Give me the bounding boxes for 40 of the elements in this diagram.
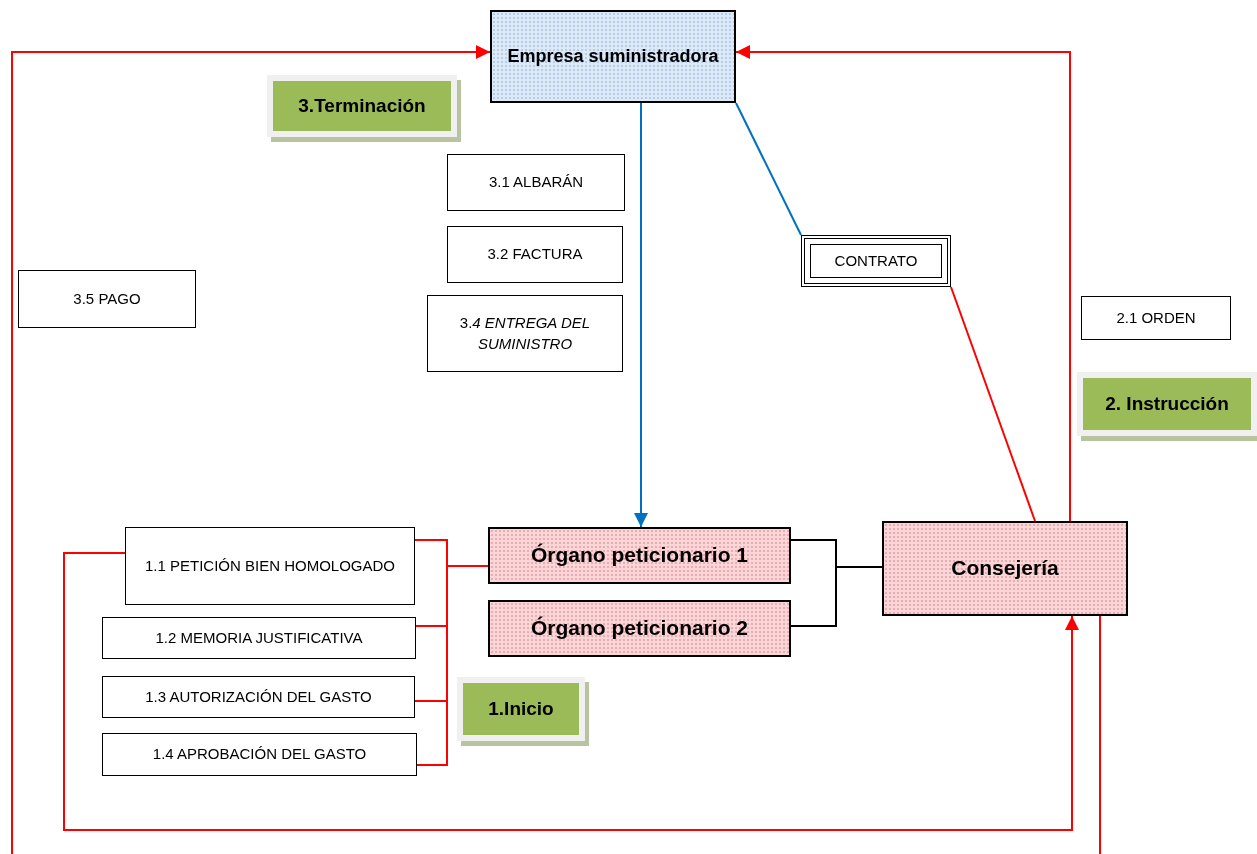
box-label: Órgano peticionario 2 — [530, 615, 748, 642]
process-box — [1081, 296, 1231, 340]
process-box — [125, 527, 415, 605]
process-box — [102, 617, 416, 659]
process-box — [801, 235, 951, 287]
process-box — [18, 270, 196, 328]
box-label: 3.Terminación — [298, 94, 426, 119]
box-label: 3.4 ENTREGA DEL SUMINISTRO — [458, 313, 592, 354]
arrow — [11, 45, 491, 854]
box-label: 3.5 PAGO — [73, 288, 141, 309]
box-label: Consejería — [951, 555, 1059, 582]
box-label: 2. Instrucción — [1105, 392, 1229, 417]
connector-line — [735, 102, 802, 236]
box-label: CONTRATO — [834, 250, 918, 271]
process-box — [882, 521, 1128, 616]
process-box — [102, 733, 417, 776]
box-label: 3.2 FACTURA — [487, 244, 583, 265]
arrow — [63, 552, 1079, 831]
process-box — [102, 676, 415, 718]
box-label: Empresa suministradora — [507, 45, 719, 69]
process-box — [488, 600, 791, 657]
box-label: 1.2 MEMORIA JUSTIFICATIVA — [155, 627, 363, 648]
box-label: Órgano peticionario 1 — [530, 542, 748, 569]
box-label: 1.1 PETICIÓN BIEN HOMOLOGADO — [144, 555, 396, 576]
connector-line — [1099, 615, 1101, 854]
box-label: 3.1 ALBARÁN — [488, 172, 584, 193]
process-box — [447, 226, 623, 283]
arrow — [634, 102, 648, 528]
process-box — [447, 154, 625, 211]
box-label: 1.3 AUTORIZACIÓN DEL GASTO — [145, 686, 372, 707]
box-label: 1.4 APROBACIÓN DEL GASTO — [152, 744, 367, 765]
arrow — [735, 45, 1071, 522]
process-box — [490, 10, 736, 103]
connector-line — [416, 565, 489, 766]
process-box — [427, 295, 623, 372]
box-label: 2.1 ORDEN — [1116, 307, 1196, 328]
box-label: 1.Inicio — [488, 697, 554, 722]
process-box — [488, 527, 791, 584]
connector-line — [790, 566, 883, 627]
connector-line — [950, 286, 1036, 522]
